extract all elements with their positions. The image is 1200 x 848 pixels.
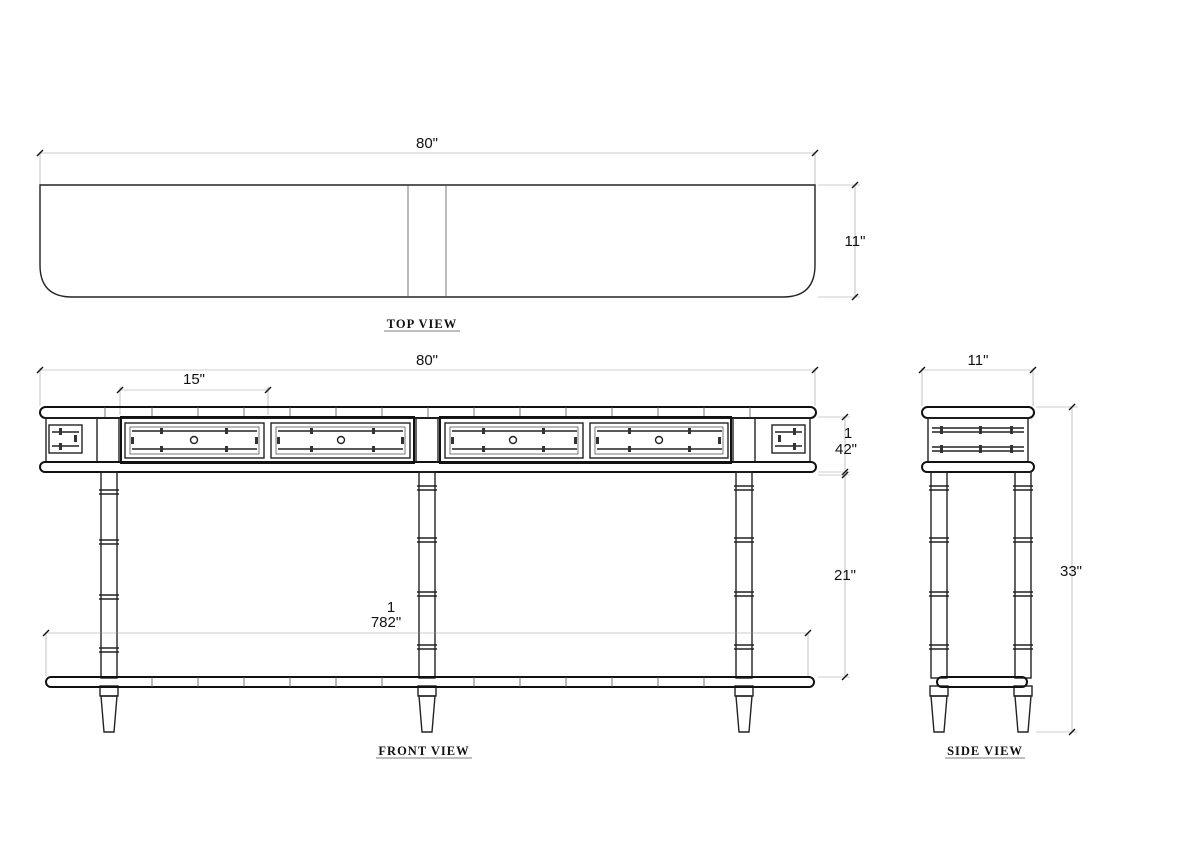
stretcher-label-line1: 1 <box>387 599 395 616</box>
drawer-3 <box>444 422 584 459</box>
drawer-knob <box>654 435 664 445</box>
drawer-width-label: 15" <box>183 371 205 388</box>
drawer-1 <box>124 422 265 459</box>
drawer-2 <box>270 422 411 459</box>
top-view-depth-label: 11" <box>845 233 866 250</box>
side-view-depth-label: 11" <box>968 352 989 369</box>
front-end-panel-right <box>771 424 806 454</box>
side-lower-rail <box>921 461 1035 473</box>
apron-post-center <box>415 417 439 463</box>
apron <box>45 417 811 463</box>
side-view-height-dimension <box>1036 403 1078 736</box>
tabletop-outline <box>39 184 816 298</box>
drawer-4 <box>589 422 729 459</box>
stretcher-dimension <box>42 629 812 676</box>
front-leg-right <box>734 471 754 733</box>
side-view-title: SIDE VIEW <box>947 744 1023 758</box>
stretcher-label-line2: 782" <box>371 614 401 631</box>
side-stretcher <box>936 676 1028 688</box>
apron-height-label-line2: 42" <box>835 441 857 458</box>
top-view-depth-dimension <box>818 181 860 301</box>
front-stretcher <box>45 676 815 688</box>
apron-post-right <box>732 417 756 463</box>
apron-height-label-line1: 1 <box>844 425 852 442</box>
drawer-knob <box>336 435 346 445</box>
side-apron <box>927 417 1029 463</box>
drawer-bay-left <box>120 416 415 464</box>
apron-post-left <box>96 417 120 463</box>
stretcher-nodes <box>151 677 705 687</box>
side-leg-left <box>929 471 949 733</box>
side-view-depth-dimension <box>918 366 1037 406</box>
front-leg-left <box>99 471 119 733</box>
front-end-panel-left <box>48 424 83 454</box>
side-view-height-label: 33" <box>1060 563 1082 580</box>
front-leg-center <box>417 471 437 733</box>
side-top-rail <box>921 406 1035 419</box>
apron-height-dimension <box>818 413 850 476</box>
leg-height-dimension <box>818 471 850 681</box>
leg-height-label: 21" <box>834 567 856 584</box>
top-view-width-label: 80" <box>416 135 438 152</box>
drawer-knob <box>189 435 199 445</box>
side-view: 11" <box>918 352 1082 759</box>
drawer-width-dimension <box>116 386 272 415</box>
side-leg-right <box>1013 471 1033 733</box>
front-view-width-dimension <box>36 366 819 406</box>
top-view-width-dimension <box>36 149 819 185</box>
front-view-width-label: 80" <box>416 352 438 369</box>
front-view: 80" 15" <box>36 352 857 759</box>
front-view-title: FRONT VIEW <box>378 744 469 758</box>
top-view-title: TOP VIEW <box>387 317 457 331</box>
top-view: 80" 11" TOP VIEW <box>36 135 866 332</box>
drawer-knob <box>508 435 518 445</box>
drawer-bay-right <box>439 416 732 464</box>
